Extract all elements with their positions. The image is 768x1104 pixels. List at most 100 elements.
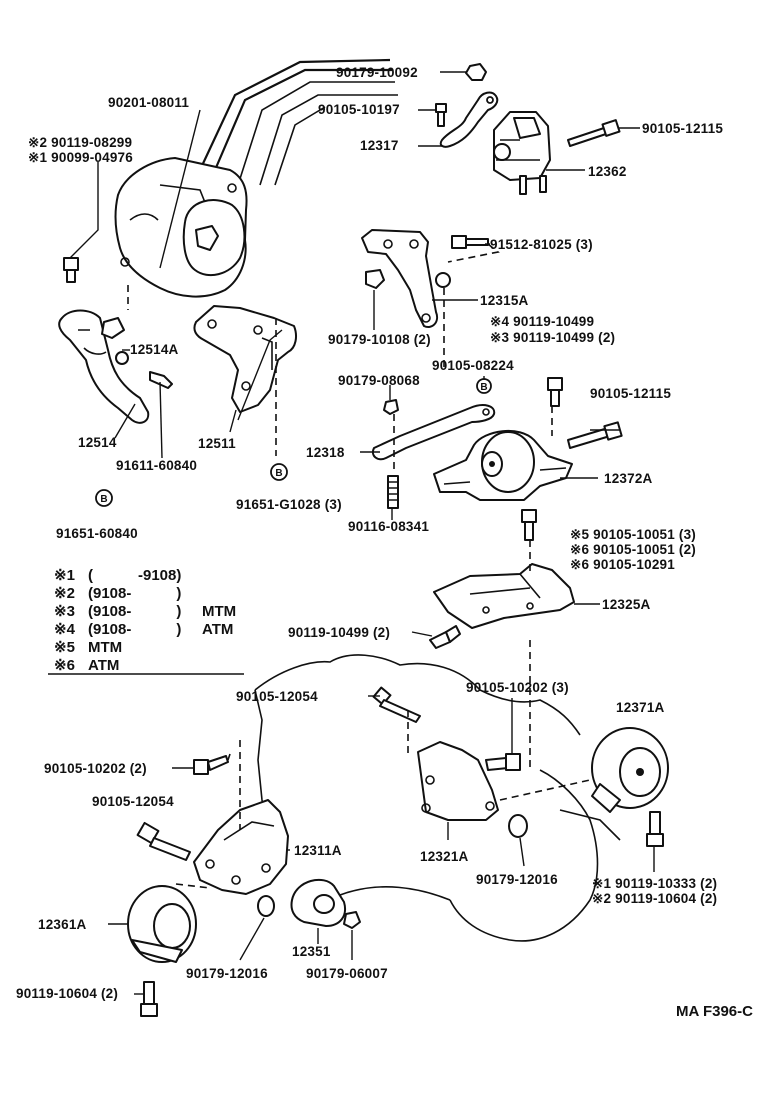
label-90119-10499-2: 90119-10499 (2) bbox=[288, 625, 390, 640]
svg-text:※2: ※2 bbox=[54, 585, 75, 602]
label-90179-08068: 90179-08068 bbox=[338, 373, 420, 388]
bracket-12311A bbox=[193, 799, 289, 895]
bolt-90119-10499-upper bbox=[547, 377, 563, 407]
label-90179-06007: 90179-06007 bbox=[306, 966, 388, 981]
label-90119-10604-left: 90119-10604 (2) bbox=[16, 986, 118, 1001]
label-91651-60840: 91651-60840 bbox=[56, 526, 138, 541]
label-12321A: 12321A bbox=[420, 849, 469, 864]
svg-text:※4: ※4 bbox=[54, 621, 76, 638]
part-labels: 90179-10092 90105-10197 90105-12115 1231… bbox=[16, 65, 753, 1020]
label-12325A: 12325A bbox=[602, 597, 651, 612]
label-12371A: 12371A bbox=[616, 700, 665, 715]
bolt-91512-81025 bbox=[451, 235, 489, 249]
label-90105-10291-6: ※6 90105-10291 bbox=[570, 557, 675, 572]
bracket-12325A bbox=[433, 563, 575, 629]
label-91611-60840: 91611-60840 bbox=[116, 458, 197, 473]
svg-text:MTM: MTM bbox=[88, 639, 122, 656]
bolt-90105-10202-center bbox=[485, 753, 521, 771]
label-90201-08011: 90201-08011 bbox=[108, 95, 189, 110]
mount-12351 bbox=[290, 878, 346, 927]
bolt-90105-12054-lower bbox=[136, 821, 191, 861]
legend-row: ※3 (9108- ) MTM bbox=[54, 603, 236, 620]
label-12317: 12317 bbox=[360, 138, 399, 153]
label-12351: 12351 bbox=[292, 944, 331, 959]
label-90105-10202-2: 90105-10202 (2) bbox=[44, 761, 147, 776]
legend: ※1 ( -9108) ※2 (9108- ) ※3 (9108- ) MTM … bbox=[48, 567, 244, 675]
svg-text:MTM: MTM bbox=[202, 603, 236, 620]
nut-90179-10108 bbox=[365, 269, 385, 289]
label-90119-08299: ※2 90119-08299 bbox=[28, 135, 132, 150]
label-90105-10051-5: ※5 90105-10051 (3) bbox=[570, 527, 696, 542]
legend-row: ※2 (9108- ) bbox=[54, 585, 181, 602]
svg-text:B: B bbox=[275, 468, 282, 479]
legend-row: ※4 (9108- ) ATM bbox=[54, 621, 233, 638]
bracket-12321A bbox=[417, 741, 499, 821]
label-12514A: 12514A bbox=[130, 342, 179, 357]
nut-90179-12016-lower bbox=[257, 895, 275, 917]
label-90119-10333: ※1 90119-10333 (2) bbox=[592, 876, 717, 891]
bushing-12514A bbox=[101, 317, 129, 365]
label-90105-12115-mid: 90105-12115 bbox=[590, 386, 671, 401]
legend-row: ※1 ( -9108) bbox=[54, 567, 181, 584]
bolt-91611-60840 bbox=[149, 371, 173, 389]
bracket-12514 bbox=[58, 309, 150, 424]
reference-code: MA F396-C bbox=[676, 1003, 753, 1020]
label-90105-10051-6: ※6 90105-10051 (2) bbox=[570, 542, 696, 557]
bolt-90105-10202-left bbox=[193, 755, 229, 775]
nut-90179-10092 bbox=[465, 63, 487, 81]
label-12361A: 12361A bbox=[38, 917, 87, 932]
bolt-90116-08341 bbox=[387, 475, 399, 509]
label-12362: 12362 bbox=[588, 164, 627, 179]
bolt-90105-10051 bbox=[521, 509, 537, 541]
label-12511: 12511 bbox=[198, 436, 236, 451]
label-12514: 12514 bbox=[78, 435, 117, 450]
vehicle-body-outline bbox=[199, 58, 398, 186]
bolt-90119-10604 bbox=[140, 981, 158, 1017]
label-90179-12016-center: 90179-12016 bbox=[476, 872, 558, 887]
svg-text:(9108- ): (9108- ) bbox=[88, 621, 181, 638]
svg-text:※3: ※3 bbox=[54, 603, 75, 620]
label-12311A: 12311A bbox=[294, 843, 342, 858]
bolt-90105-12115-top bbox=[567, 119, 621, 147]
svg-text:B: B bbox=[480, 382, 487, 393]
b-marker-91651-60840: B bbox=[95, 489, 113, 507]
nut-90179-06007 bbox=[343, 911, 361, 929]
dashed-assembly-lines bbox=[127, 243, 591, 889]
label-90105-12115-top: 90105-12115 bbox=[642, 121, 723, 136]
transmission-outline bbox=[254, 654, 621, 942]
arm-12318 bbox=[372, 404, 496, 461]
engine-cover bbox=[114, 157, 248, 298]
label-90105-08224: 90105-08224 bbox=[432, 358, 514, 373]
leader-lines bbox=[69, 71, 655, 995]
mount-12372A bbox=[433, 429, 573, 501]
label-91651-g1028: 91651-G1028 (3) bbox=[236, 497, 342, 512]
svg-text:※6: ※6 bbox=[54, 657, 75, 674]
bolt-90105-12115-mid bbox=[567, 421, 623, 449]
label-90119-10499-3: ※3 90119-10499 (2) bbox=[490, 330, 615, 345]
label-90105-10202-3: 90105-10202 (3) bbox=[466, 680, 569, 695]
label-90179-10092: 90179-10092 bbox=[336, 65, 418, 80]
label-90099-04976: ※1 90099-04976 bbox=[28, 150, 133, 165]
mount-12362 bbox=[493, 111, 551, 195]
bolt-90119-08299 bbox=[63, 257, 79, 283]
bolt-90119-10333 bbox=[646, 811, 664, 847]
svg-text:(9108- ): (9108- ) bbox=[88, 603, 181, 620]
bracket-12317 bbox=[439, 91, 499, 148]
svg-text:ATM: ATM bbox=[202, 621, 233, 638]
nut-90179-08068 bbox=[383, 399, 399, 415]
bolt-90119-10499-lower bbox=[429, 625, 461, 649]
label-90119-10604-right: ※2 90119-10604 (2) bbox=[592, 891, 717, 906]
svg-text:(9108- ): (9108- ) bbox=[88, 585, 181, 602]
mount-12361A bbox=[127, 885, 197, 963]
svg-text:B: B bbox=[100, 494, 107, 505]
svg-text:※1: ※1 bbox=[54, 567, 75, 584]
label-12372A: 12372A bbox=[604, 471, 653, 486]
label-12315A: 12315A bbox=[480, 293, 529, 308]
svg-text:※5: ※5 bbox=[54, 639, 75, 656]
label-90119-10499-4: ※4 90119-10499 bbox=[490, 314, 594, 329]
bolt-90105-12054-upper bbox=[372, 686, 421, 723]
label-90105-12054-lower: 90105-12054 bbox=[92, 794, 174, 809]
svg-text:ATM: ATM bbox=[88, 657, 119, 674]
label-91512-81025: 91512-81025 (3) bbox=[490, 237, 593, 252]
